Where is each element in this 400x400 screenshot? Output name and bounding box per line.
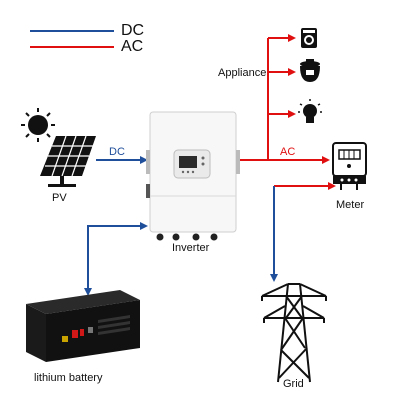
electric-meter-icon <box>332 142 367 190</box>
dc-battery-wiring <box>87 225 142 290</box>
sun-icon <box>21 108 55 142</box>
rice-cooker-icon <box>300 59 320 82</box>
dc-line-label: DC <box>109 146 125 158</box>
ac-wiring <box>236 37 324 161</box>
battery-label: lithium battery <box>34 372 103 384</box>
inverter-label: Inverter <box>172 242 210 254</box>
battery-icon <box>26 290 140 362</box>
solar-panel-icon <box>40 135 96 187</box>
ac-meter-arrow <box>328 182 336 190</box>
legend-dc-label: DC <box>121 22 145 39</box>
ac-arrowheads <box>288 34 330 164</box>
grid-arrow <box>270 274 278 282</box>
meter-label: Meter <box>336 199 365 211</box>
inverter-icon <box>146 111 240 241</box>
dc-pv-arrow <box>140 156 148 164</box>
appliance-label: Appliance <box>218 67 267 79</box>
pv-label: PV <box>52 192 67 204</box>
dc-battery-arrow <box>140 222 148 230</box>
ac-line-label: AC <box>280 146 296 158</box>
dc-battery-arrow-down <box>84 288 92 296</box>
legend-ac-label: AC <box>121 38 144 55</box>
light-bulb-icon <box>298 99 322 123</box>
transmission-tower-icon <box>261 283 327 383</box>
washing-machine-icon <box>301 28 317 48</box>
grid-label: Grid <box>283 378 304 390</box>
